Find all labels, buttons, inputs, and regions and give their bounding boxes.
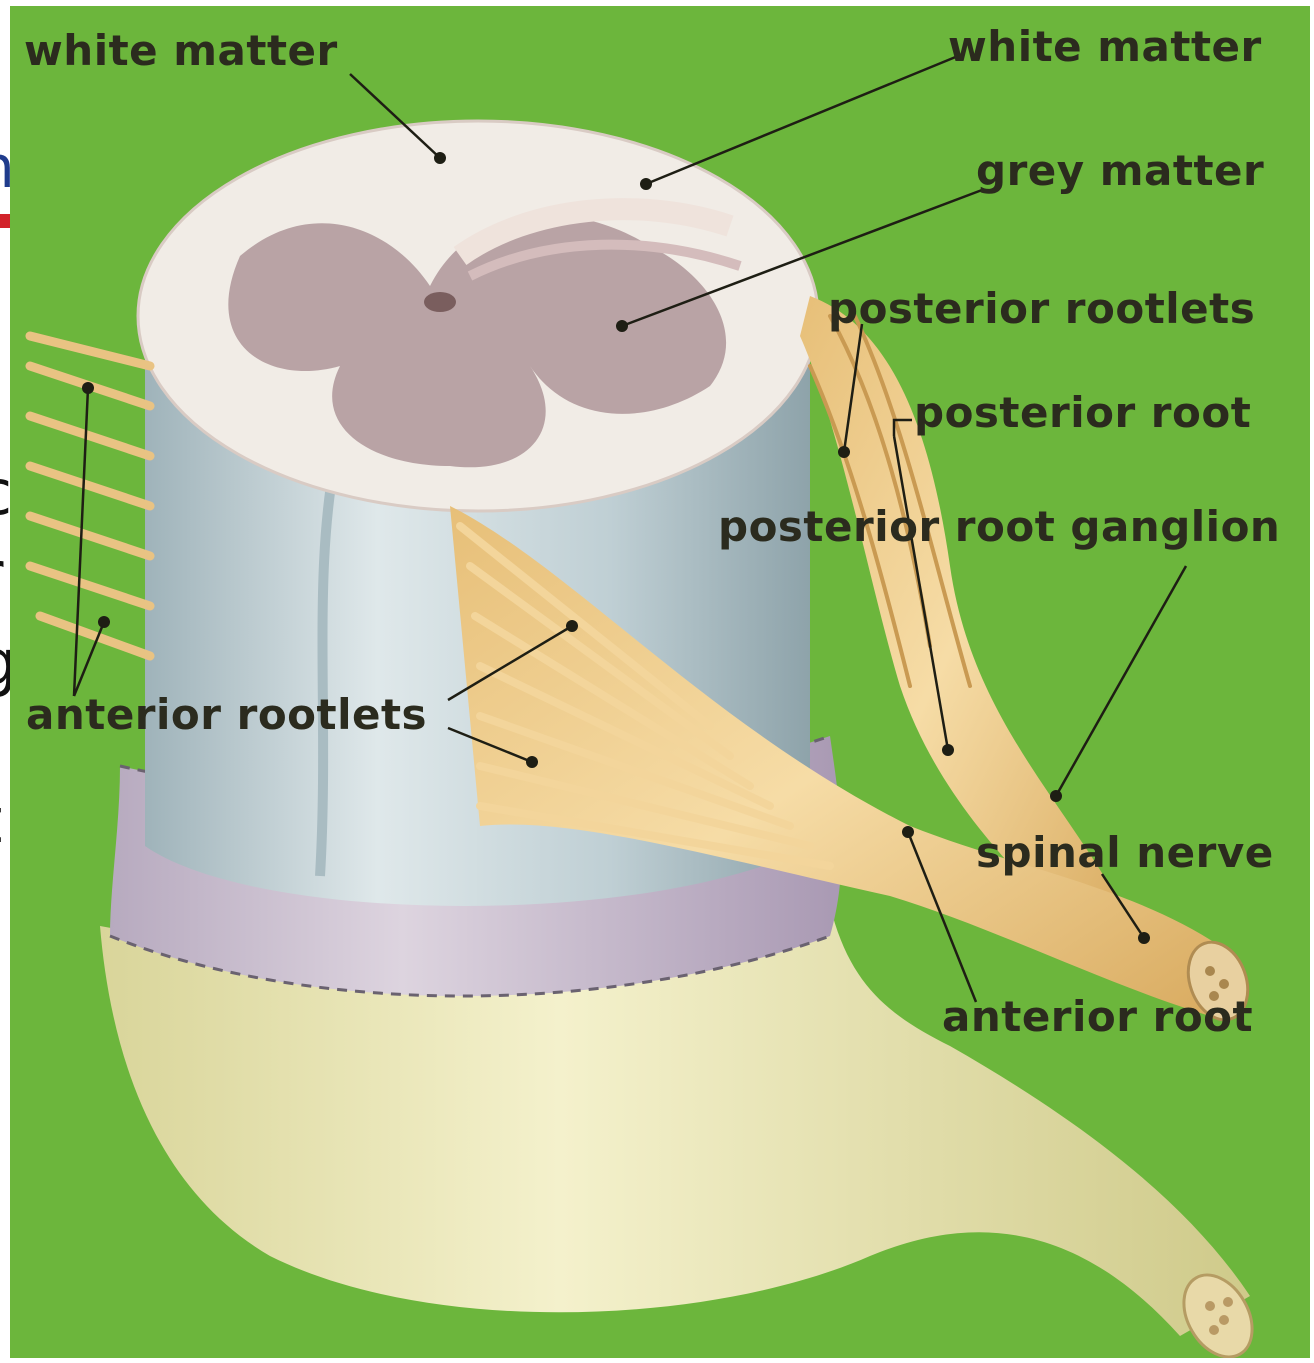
label-anterior-root: anterior root	[942, 992, 1253, 1041]
label-white-matter-left: white matter	[24, 26, 338, 75]
slide-fragment-text: r	[0, 544, 4, 606]
slide-accent-bar	[0, 214, 10, 228]
spinal-cord-illustration	[10, 6, 1310, 1358]
label-spinal-nerve: spinal nerve	[976, 828, 1274, 877]
spinal-cord-figure: white matter white matter grey matter po…	[10, 6, 1310, 1358]
label-white-matter-right: white matter	[948, 22, 1262, 71]
label-grey-matter: grey matter	[976, 146, 1264, 195]
cord-cross-section	[138, 121, 818, 511]
label-posterior-root: posterior root	[914, 388, 1251, 437]
slide-fragment-text: t	[0, 790, 2, 852]
label-anterior-rootlets: anterior rootlets	[26, 690, 427, 739]
label-posterior-rootlets: posterior rootlets	[828, 284, 1255, 333]
label-posterior-root-ganglion: posterior root ganglion	[718, 502, 1280, 551]
